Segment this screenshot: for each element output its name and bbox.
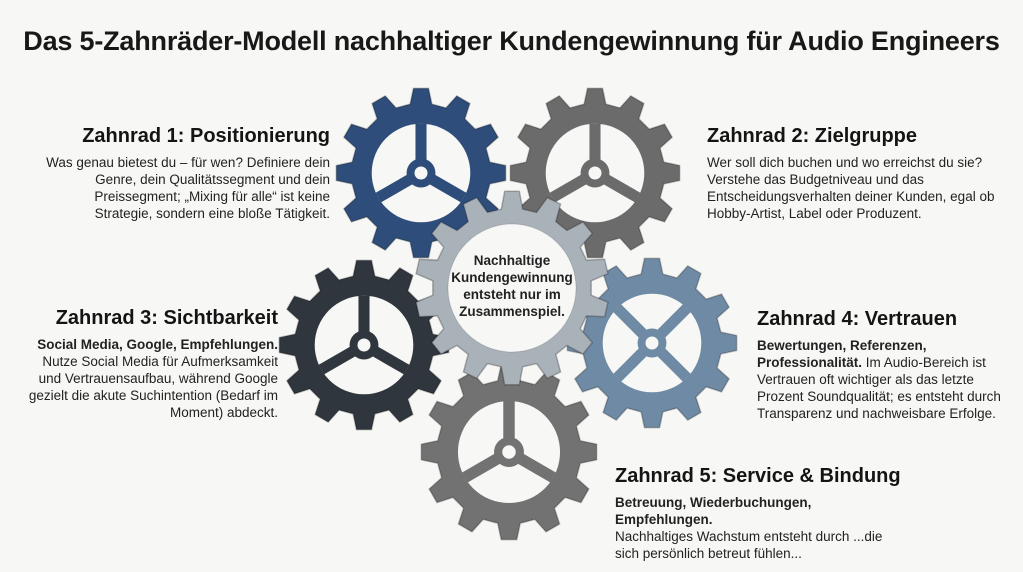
gear-4-lead: Bewertungen, Referenzen, Professionalitä… [757, 338, 927, 370]
gear-1-text: Was genau bietest du – für wen? Definier… [46, 155, 330, 221]
gear-2-heading: Zahnrad 2: Zielgruppe [707, 125, 918, 147]
gear-3-text: Nutze Social Media für Aufmerksamkeit un… [28, 354, 278, 420]
gear-4-heading: Zahnrad 4: Vertrauen [757, 308, 958, 330]
gear-3-description: Zahnrad 3: Sichtbarkeit Social Media, Go… [18, 306, 278, 421]
gear-1-heading: Zahnrad 1: Positionierung [82, 125, 330, 147]
gear-5-heading: Zahnrad 5: Service & Bindung [615, 465, 901, 487]
gear-4-description: Zahnrad 4: Vertrauen Bewertungen, Refere… [757, 307, 1007, 422]
gear-5-description: Zahnrad 5: Service & Bindung Betreuung, … [615, 464, 905, 562]
gear-3-heading: Zahnrad 3: Sichtbarkeit [55, 307, 278, 329]
gear-5-gray [420, 363, 598, 541]
gear-1-description: Zahnrad 1: Positionierung Was genau biet… [40, 124, 330, 222]
gear-5-lead: Betreuung, Wiederbuchungen, Empfehlungen… [615, 495, 812, 527]
page-title: Das 5-Zahnräder-Modell nachhaltiger Kund… [23, 26, 1000, 56]
gear-2-description: Zahnrad 2: Zielgruppe Wer soll dich buch… [707, 124, 997, 222]
center-gear-label: Nachhaltige Kundengewinnung entsteht nur… [451, 253, 573, 319]
gear-1-blue [335, 87, 507, 259]
gear-4-steel [566, 257, 738, 429]
gear-center [415, 190, 609, 386]
gear-2-text: Wer soll dich buchen und wo erreichst du… [707, 155, 995, 221]
gear-4-text: Im Audio-Bereich ist Vertrauen oft wicht… [757, 355, 1001, 421]
gear-5-text: Nachhaltiges Wachstum entsteht durch ...… [615, 529, 883, 561]
gear-3-lead: Social Media, Google, Empfehlungen. [37, 337, 278, 352]
gear-3-dark [278, 259, 450, 431]
